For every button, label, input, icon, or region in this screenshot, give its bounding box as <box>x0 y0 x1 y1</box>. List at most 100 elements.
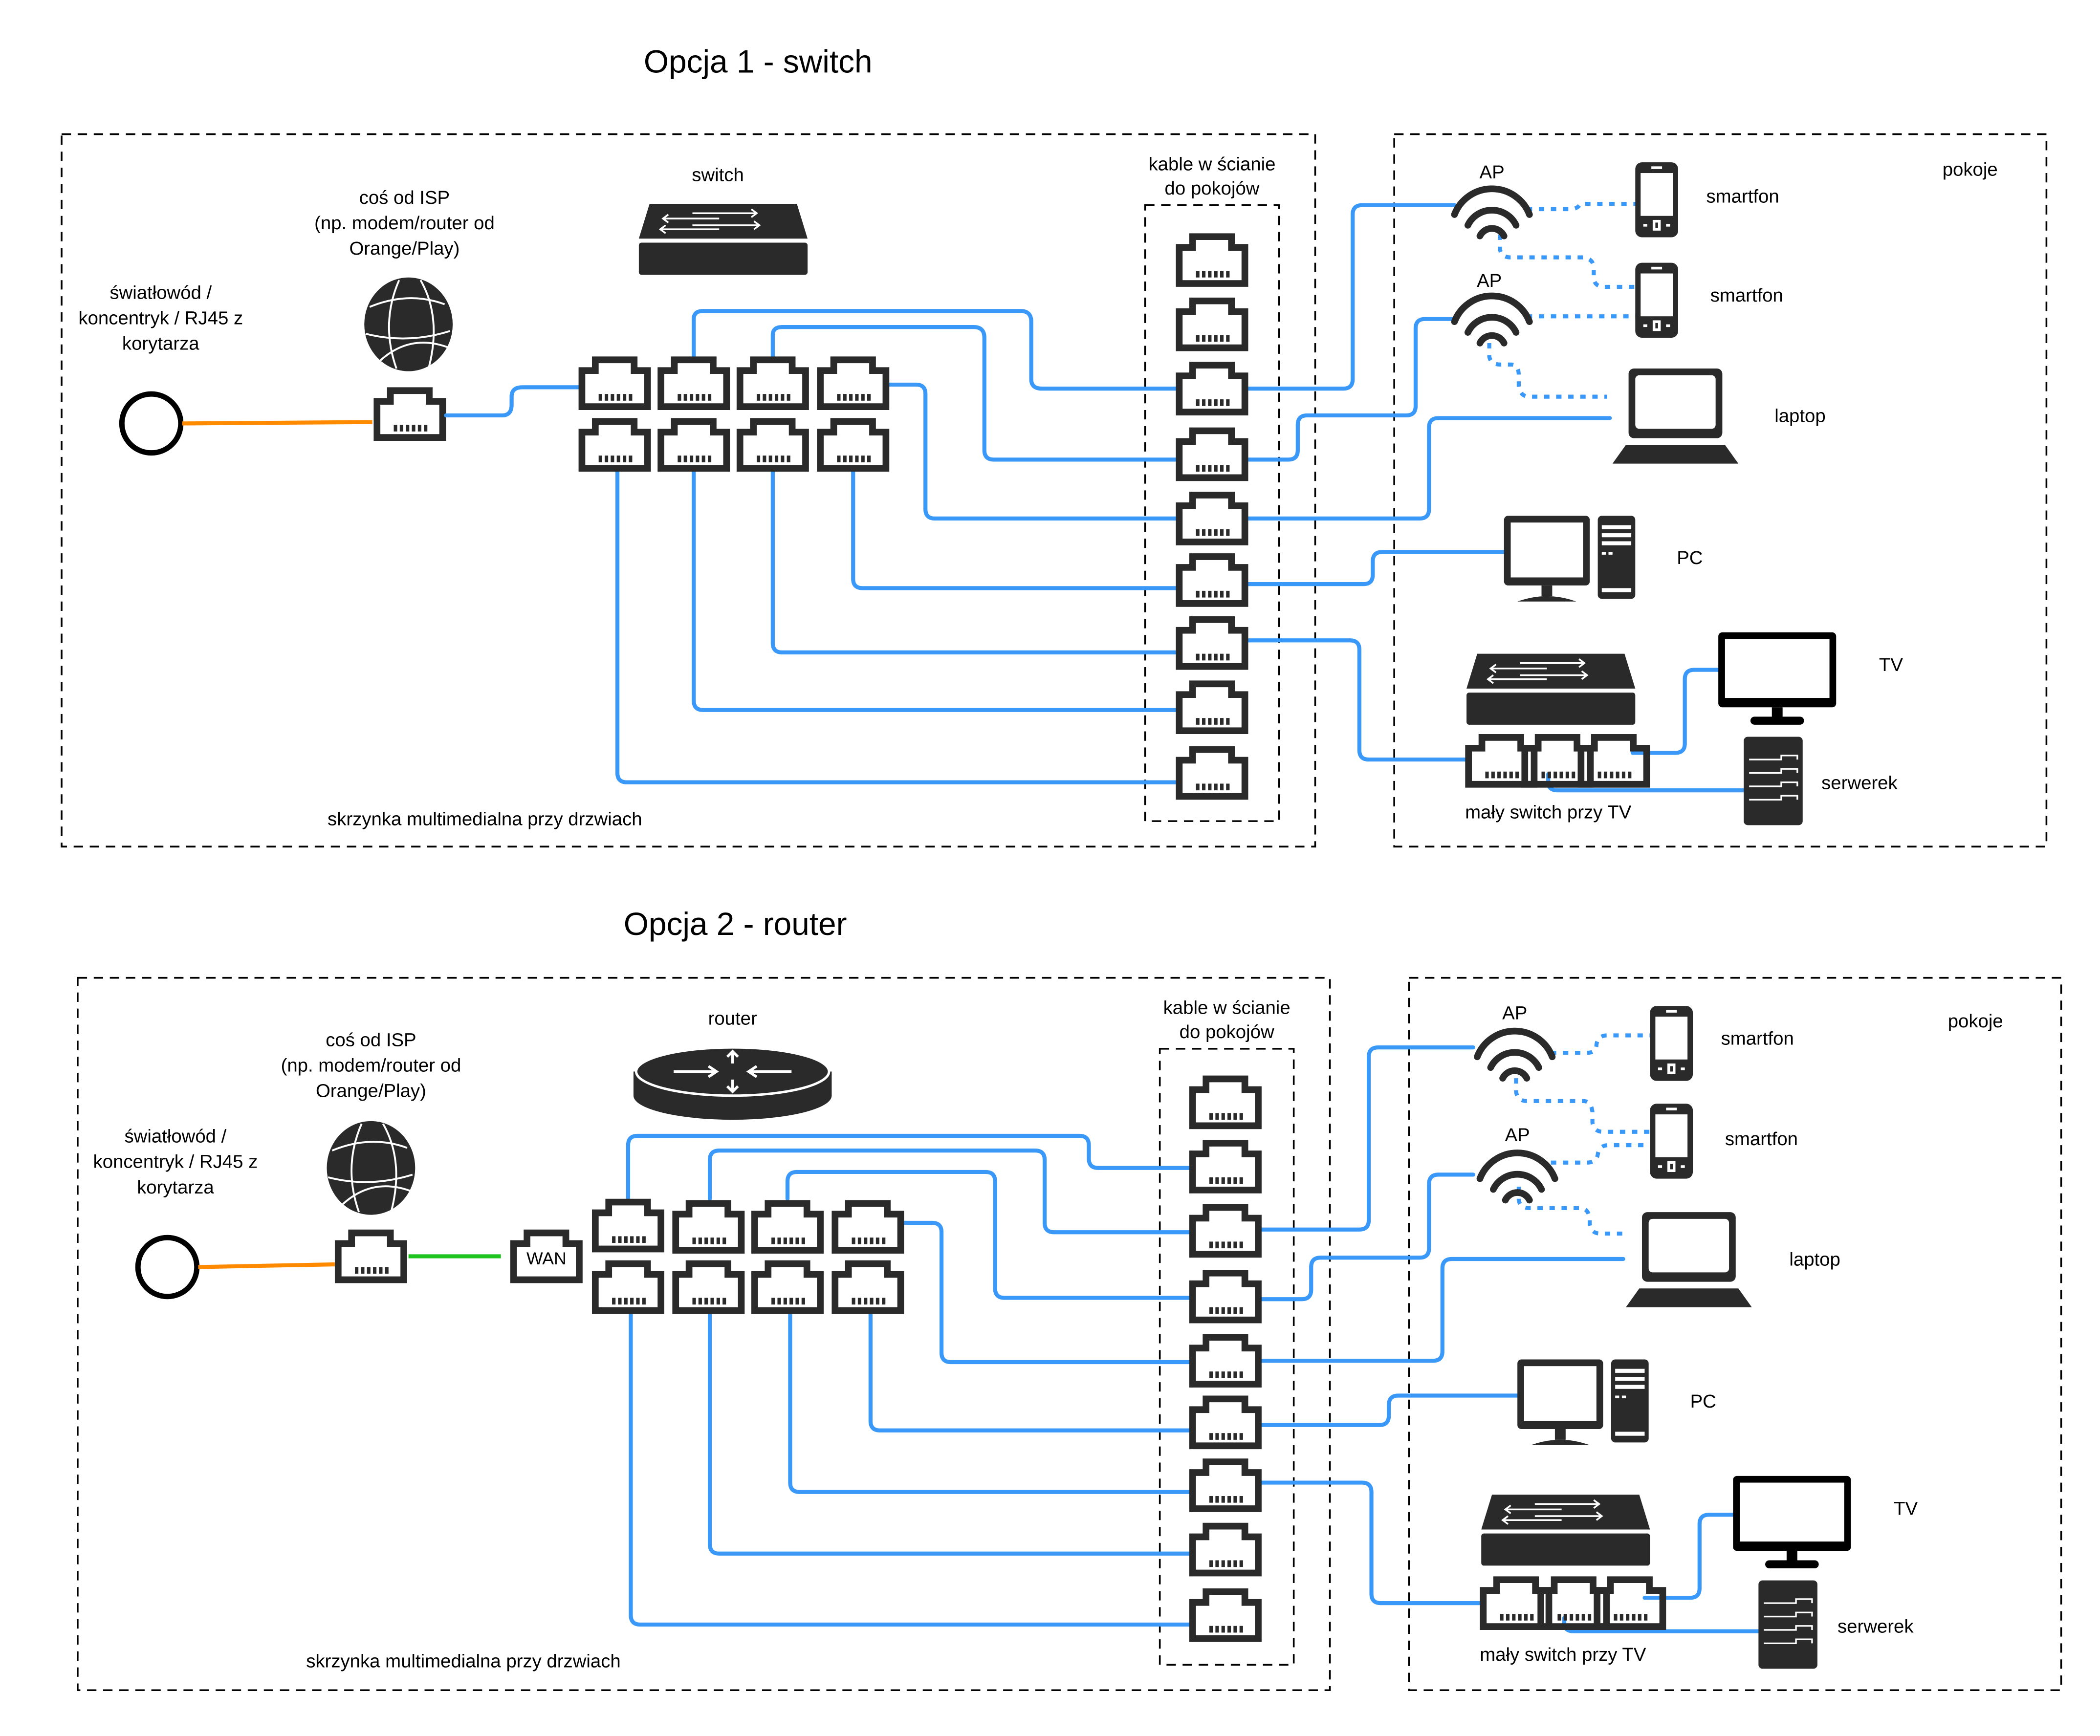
wan-port[interactable]: WAN <box>510 1229 583 1283</box>
wall-port[interactable] <box>1189 1458 1262 1512</box>
isp-port-icon[interactable] <box>373 387 446 441</box>
wall-ports <box>1176 233 1248 800</box>
cable-port2 <box>707 1148 1194 1235</box>
cabinet-label: skrzynka multimedialna przy drzwiach <box>328 808 642 829</box>
wall-cables-box <box>1144 204 1280 822</box>
switch-port-1[interactable] <box>578 356 651 410</box>
isp-label-line1: coś od ISP <box>359 187 450 208</box>
switch-port-8[interactable] <box>817 418 890 472</box>
cable-to-tv <box>1630 668 1721 755</box>
cable-to-pc <box>1259 1393 1521 1427</box>
fiber-socket-icon <box>119 391 184 456</box>
fiber-cable <box>182 420 372 426</box>
cable-to-tv <box>1642 1513 1735 1600</box>
wall-port[interactable] <box>1189 1140 1262 1194</box>
wall-port[interactable] <box>1176 362 1248 415</box>
wall-port[interactable] <box>1176 492 1248 545</box>
phone1-icon <box>1635 162 1678 238</box>
router-port-4[interactable] <box>831 1200 904 1254</box>
wall-port[interactable] <box>1189 1269 1262 1324</box>
cable-to-ap2 <box>1259 1172 1475 1302</box>
phone2-label: smartfon <box>1725 1128 1798 1150</box>
switch-port-3[interactable] <box>736 356 809 410</box>
switch-port-2[interactable] <box>657 356 730 410</box>
cable-to-pc <box>1245 550 1508 586</box>
option1-cables <box>444 201 1768 793</box>
wall-port[interactable] <box>1189 1075 1262 1129</box>
tv-label: TV <box>1894 1498 1918 1519</box>
wall-port[interactable] <box>1176 427 1248 481</box>
router-port-2[interactable] <box>672 1200 745 1254</box>
small-switch-label: mały switch przy TV <box>1465 802 1632 823</box>
isp-label-line2: (np. modem/router od <box>281 1055 461 1076</box>
tv-label: TV <box>1879 654 1903 675</box>
ap1-label: AP <box>1502 1003 1527 1024</box>
isp-label-line1: coś od ISP <box>326 1029 416 1050</box>
wall-port[interactable] <box>1176 616 1248 670</box>
router-port-8[interactable] <box>831 1260 904 1314</box>
cable-port8 <box>851 469 1181 590</box>
wall-port[interactable] <box>1176 297 1248 351</box>
wall-cables-box <box>1159 1048 1295 1666</box>
server-label: serwerek <box>1838 1616 1914 1637</box>
wall-port[interactable] <box>1189 1522 1262 1577</box>
switch-port-4[interactable] <box>817 356 890 410</box>
pc-label: PC <box>1677 547 1703 568</box>
internet-globe-icon <box>363 276 454 372</box>
isp-label-line2: (np. modem/router od <box>314 213 495 234</box>
wall-port[interactable] <box>1189 1334 1262 1388</box>
option1-section: Opcja 1 - switch skrzynka multimedialna … <box>61 43 2048 847</box>
cable-uplink <box>444 385 581 418</box>
cable-port5 <box>629 1310 1194 1627</box>
router-port-5[interactable] <box>591 1260 664 1314</box>
wifi-ap2-laptop <box>1516 1187 1623 1236</box>
internet-globe-icon <box>326 1120 416 1216</box>
router-icon <box>634 1047 831 1120</box>
cabinet-box <box>77 976 1331 1692</box>
router-port-6[interactable] <box>672 1260 745 1314</box>
cabinet-label: skrzynka multimedialna przy drzwiach <box>306 1651 621 1672</box>
ap1-label: AP <box>1480 162 1505 183</box>
laptop-icon <box>1626 1212 1752 1307</box>
router-port-7[interactable] <box>751 1260 824 1314</box>
ap2-wifi-icon <box>1480 1153 1554 1200</box>
switch-port-5[interactable] <box>578 418 651 472</box>
phone1-label: smartfon <box>1706 186 1779 207</box>
ap2-label: AP <box>1505 1125 1530 1146</box>
switch-label: switch <box>692 164 744 185</box>
small-switch-icon <box>1480 1494 1651 1567</box>
wan-port-label: WAN <box>526 1249 567 1268</box>
router-port-1[interactable] <box>591 1198 664 1253</box>
cable-to-small-switch <box>1245 638 1469 762</box>
router-port-3[interactable] <box>751 1200 824 1254</box>
wall-port[interactable] <box>1176 553 1248 607</box>
fiber-label-line3: korytarza <box>137 1177 214 1198</box>
wall-port[interactable] <box>1189 1395 1262 1450</box>
laptop-label: laptop <box>1789 1249 1840 1270</box>
phone1-label: smartfon <box>1721 1028 1794 1049</box>
fiber-label-line1: światłowód / <box>124 1126 226 1147</box>
isp-port-icon[interactable] <box>334 1229 407 1283</box>
wall-label-line1: kable w ścianie <box>1163 998 1291 1019</box>
wall-port[interactable] <box>1176 746 1248 800</box>
ap1-wifi-icon <box>1454 189 1529 236</box>
pc-label: PC <box>1690 1391 1716 1412</box>
cable-to-ap2 <box>1245 317 1457 462</box>
cable-port6 <box>692 469 1181 712</box>
fiber-label-line2: koncentryk / RJ45 z <box>93 1151 258 1172</box>
wall-port[interactable] <box>1189 1588 1262 1642</box>
server-label: serwerek <box>1821 772 1898 793</box>
fiber-label-line1: światłowód / <box>109 282 212 304</box>
cable-port3 <box>785 1170 1194 1300</box>
switch-port-6[interactable] <box>657 418 730 472</box>
rooms-box <box>1408 976 2062 1692</box>
option2-title: Opcja 2 - router <box>624 906 847 942</box>
wall-port[interactable] <box>1176 680 1248 735</box>
phone2-label: smartfon <box>1710 285 1783 306</box>
wall-port[interactable] <box>1176 233 1248 287</box>
cable-port8 <box>868 1310 1194 1432</box>
cable-port7 <box>788 1310 1194 1494</box>
wall-port[interactable] <box>1189 1204 1262 1258</box>
switch-port-7[interactable] <box>736 418 809 472</box>
